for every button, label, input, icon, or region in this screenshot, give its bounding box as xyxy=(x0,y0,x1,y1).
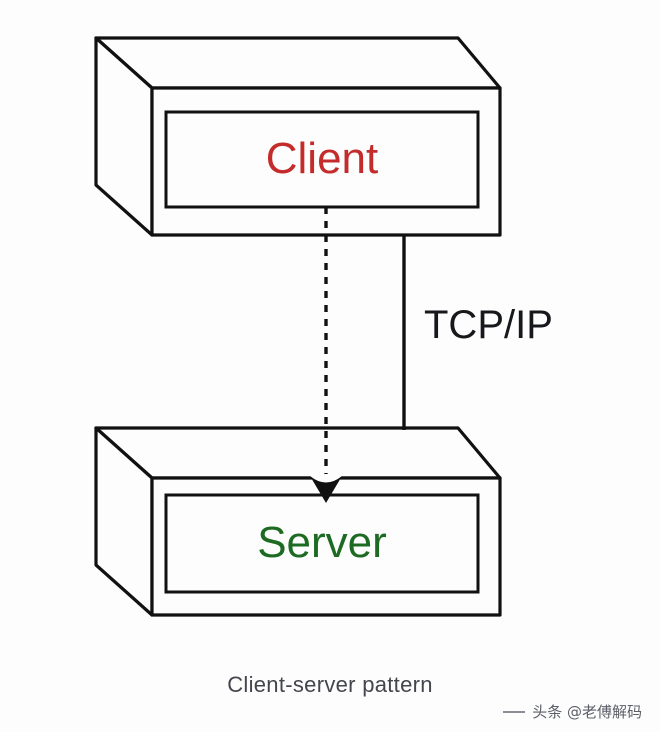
diagram-caption: Client-server pattern xyxy=(227,672,433,697)
server-node-label: Server xyxy=(257,518,387,567)
server-box[interactable] xyxy=(94,426,502,617)
watermark: 头条 @老傅解码 xyxy=(503,701,642,722)
watermark-divider xyxy=(503,710,526,713)
watermark-text: 头条 @老傅解码 xyxy=(532,703,642,721)
request-flow-arrowhead xyxy=(310,476,342,503)
server-box-top-face xyxy=(94,426,502,480)
network-link-label: TCP/IP xyxy=(424,303,553,347)
client-node-label: Client xyxy=(265,134,379,183)
client-box[interactable] xyxy=(94,36,502,237)
request-flow-arrowhead-notch xyxy=(310,474,342,483)
server-inner-panel xyxy=(164,493,480,594)
client-inner-panel xyxy=(164,110,480,209)
client-box-top-face xyxy=(94,36,502,90)
